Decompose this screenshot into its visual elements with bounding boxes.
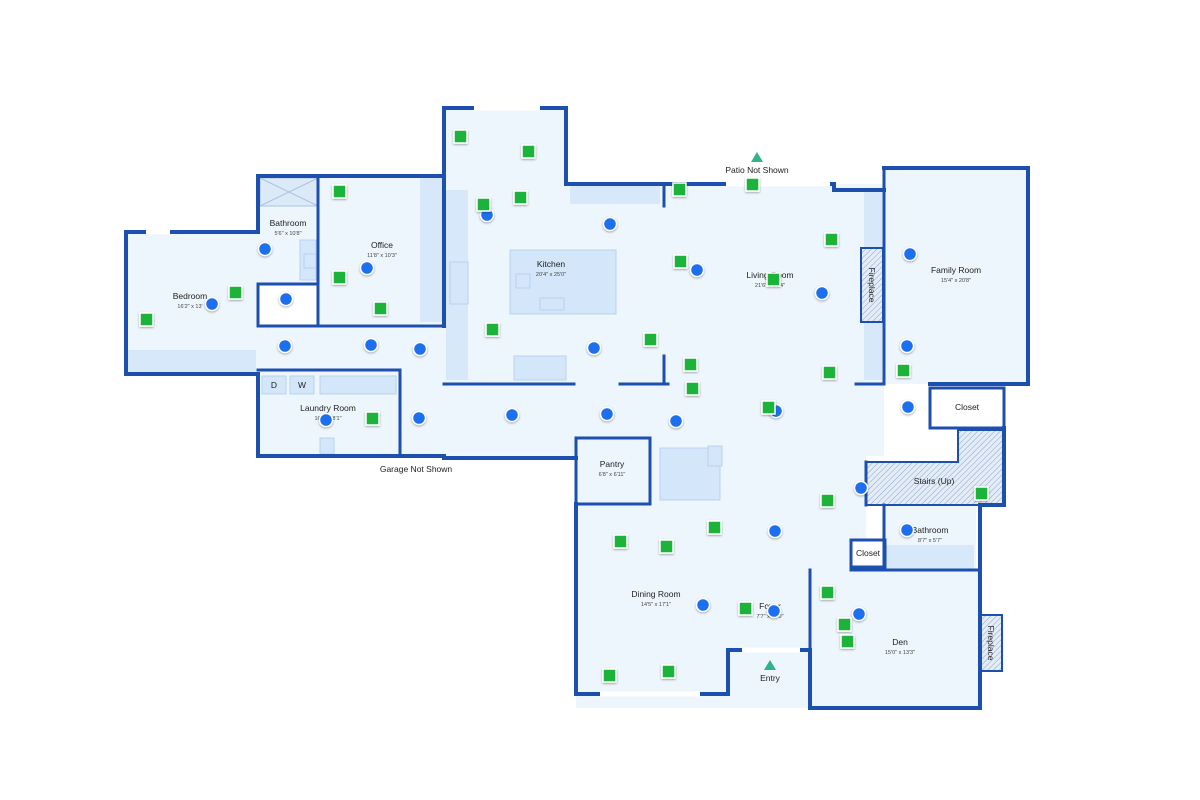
blue-marker[interactable] bbox=[277, 338, 293, 354]
green-marker[interactable] bbox=[661, 664, 676, 679]
room-dining-room-dims: 14'5" x 17'1" bbox=[641, 602, 671, 608]
blue-marker[interactable] bbox=[257, 241, 273, 257]
blue-marker[interactable] bbox=[900, 399, 916, 415]
dryer-label: D bbox=[271, 380, 277, 390]
room-den-dims: 15'0" x 13'3" bbox=[885, 650, 915, 656]
door-gaps bbox=[146, 105, 830, 697]
blue-marker[interactable] bbox=[411, 410, 427, 426]
green-marker[interactable] bbox=[822, 365, 837, 380]
fireplace-1-label: Fireplace bbox=[867, 268, 877, 303]
room-kitchen-name: Kitchen bbox=[537, 259, 566, 269]
green-markers bbox=[139, 129, 989, 683]
green-marker[interactable] bbox=[824, 232, 839, 247]
blue-marker[interactable] bbox=[767, 523, 783, 539]
green-marker[interactable] bbox=[683, 357, 698, 372]
green-marker[interactable] bbox=[476, 197, 491, 212]
stairs-label: Stairs (Up) bbox=[914, 476, 955, 486]
blue-marker[interactable] bbox=[359, 260, 375, 276]
green-marker[interactable] bbox=[707, 520, 722, 535]
patio-label: Patio Not Shown bbox=[725, 165, 789, 175]
green-marker[interactable] bbox=[513, 190, 528, 205]
blue-marker[interactable] bbox=[689, 262, 705, 278]
blue-marker[interactable] bbox=[363, 337, 379, 353]
blue-marker[interactable] bbox=[278, 291, 294, 307]
blue-marker[interactable] bbox=[412, 341, 428, 357]
green-marker[interactable] bbox=[332, 270, 347, 285]
blue-marker[interactable] bbox=[902, 246, 918, 262]
green-marker[interactable] bbox=[837, 617, 852, 632]
counters bbox=[126, 178, 974, 570]
blue-marker[interactable] bbox=[853, 480, 869, 496]
green-marker[interactable] bbox=[766, 272, 781, 287]
blue-marker[interactable] bbox=[504, 407, 520, 423]
fireplace-2-label: Fireplace bbox=[986, 626, 996, 661]
entry-marker-icon bbox=[764, 660, 776, 670]
blue-marker[interactable] bbox=[602, 216, 618, 232]
green-marker[interactable] bbox=[659, 539, 674, 554]
blue-marker[interactable] bbox=[668, 413, 684, 429]
blue-marker[interactable] bbox=[695, 597, 711, 613]
room-kitchen-dims: 20'4" x 25'0" bbox=[536, 272, 566, 278]
green-marker[interactable] bbox=[453, 129, 468, 144]
blue-marker[interactable] bbox=[899, 338, 915, 354]
green-marker[interactable] bbox=[643, 332, 658, 347]
blue-marker[interactable] bbox=[318, 412, 334, 428]
blue-marker[interactable] bbox=[899, 522, 915, 538]
room-pantry-name: Pantry bbox=[600, 459, 625, 469]
room-family-room-name: Family Room bbox=[931, 265, 981, 275]
garage-label: Garage Not Shown bbox=[380, 464, 453, 474]
entry-label: Entry bbox=[760, 673, 781, 683]
green-marker[interactable] bbox=[685, 381, 700, 396]
blue-marker[interactable] bbox=[599, 406, 615, 422]
green-marker[interactable] bbox=[840, 634, 855, 649]
closet-2-label: Closet bbox=[856, 548, 881, 558]
washer-label: W bbox=[298, 380, 306, 390]
green-marker[interactable] bbox=[228, 285, 243, 300]
green-marker[interactable] bbox=[373, 301, 388, 316]
room-bathroom-1-dims: 5'6" x 10'8" bbox=[274, 231, 301, 237]
green-marker[interactable] bbox=[485, 322, 500, 337]
green-marker[interactable] bbox=[974, 486, 989, 501]
blue-marker[interactable] bbox=[814, 285, 830, 301]
green-marker[interactable] bbox=[820, 493, 835, 508]
green-marker[interactable] bbox=[738, 601, 753, 616]
green-marker[interactable] bbox=[673, 254, 688, 269]
room-bathroom-2-dims: 8'7" x 5'7" bbox=[918, 538, 942, 544]
patio-marker-icon bbox=[751, 152, 763, 162]
blue-marker[interactable] bbox=[766, 603, 782, 619]
pantry-box bbox=[574, 436, 652, 506]
green-marker[interactable] bbox=[365, 411, 380, 426]
room-office-name: Office bbox=[371, 240, 393, 250]
green-marker[interactable] bbox=[139, 312, 154, 327]
green-marker[interactable] bbox=[820, 585, 835, 600]
room-bedroom-name: Bedroom bbox=[173, 291, 208, 301]
room-family-room-dims: 15'4" x 20'8" bbox=[941, 278, 971, 284]
green-marker[interactable] bbox=[761, 400, 776, 415]
closet-1-box bbox=[928, 386, 1006, 430]
closet-1-label: Closet bbox=[955, 402, 980, 412]
blue-marker[interactable] bbox=[204, 296, 220, 312]
green-marker[interactable] bbox=[332, 184, 347, 199]
green-marker[interactable] bbox=[602, 668, 617, 683]
room-dining-room-name: Dining Room bbox=[631, 589, 680, 599]
green-marker[interactable] bbox=[672, 182, 687, 197]
blue-marker[interactable] bbox=[586, 340, 602, 356]
green-marker[interactable] bbox=[521, 144, 536, 159]
room-bathroom-1-name: Bathroom bbox=[270, 218, 307, 228]
blue-marker[interactable] bbox=[851, 606, 867, 622]
room-pantry-dims: 6'8" x 6'11" bbox=[599, 472, 626, 478]
room-bedroom-dims: 16'2" x 13' bbox=[177, 304, 202, 310]
room-laundry-room-name: Laundry Room bbox=[300, 403, 356, 413]
room-bathroom-2-name: Bathroom bbox=[912, 525, 949, 535]
green-marker[interactable] bbox=[896, 363, 911, 378]
green-marker[interactable] bbox=[613, 534, 628, 549]
room-den-name: Den bbox=[892, 637, 908, 647]
green-marker[interactable] bbox=[745, 177, 760, 192]
room-office-dims: 11'8" x 10'3" bbox=[367, 253, 397, 259]
